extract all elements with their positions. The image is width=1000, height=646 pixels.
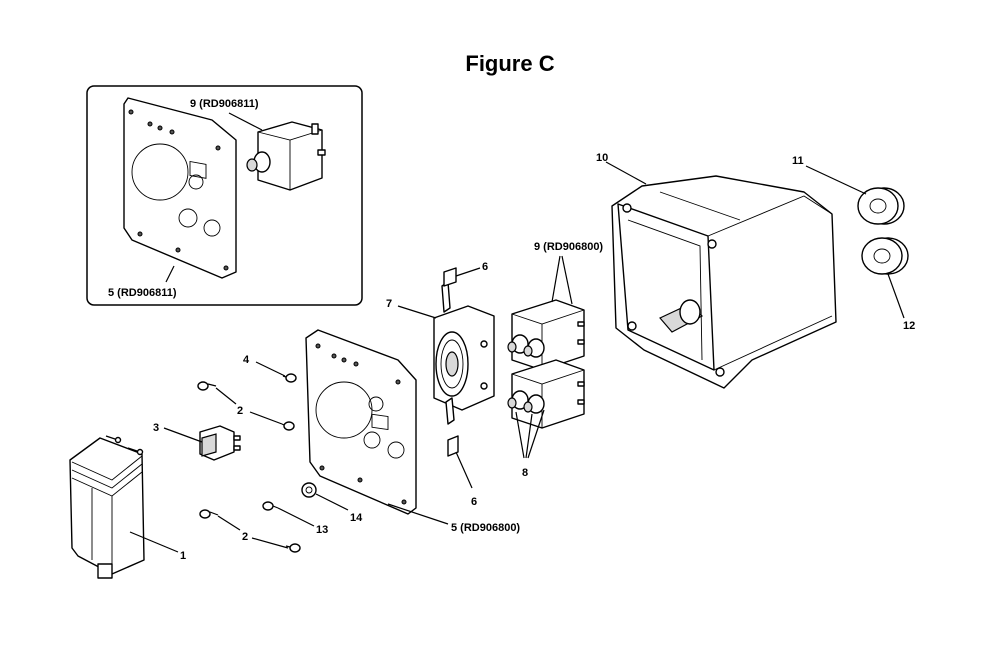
label-part-4: 4 xyxy=(243,354,250,366)
part-6-clip-bottom-drawing xyxy=(447,435,459,457)
screw-2-mid-drawing xyxy=(281,421,295,431)
label-part-7: 7 xyxy=(386,298,392,310)
part-9-breaker-switch-upper-drawing xyxy=(507,299,585,371)
inset-breaker-switch-drawing xyxy=(246,121,326,191)
label-part-12: 12 xyxy=(903,320,915,332)
part-11-grommet-drawing xyxy=(857,187,905,225)
label-part-2a: 2 xyxy=(237,405,243,417)
part-3-rocker-switch-drawing xyxy=(199,425,241,461)
part-12-grommet-drawing xyxy=(861,237,909,275)
label-part-10: 10 xyxy=(596,152,608,164)
label-part-13: 13 xyxy=(316,524,328,536)
part-9-breaker-switch-lower-drawing xyxy=(507,359,585,429)
inset-frame xyxy=(86,85,363,306)
label-part-6-top: 6 xyxy=(482,261,488,273)
screw-2-lower-b-drawing xyxy=(285,543,301,553)
label-part-11: 11 xyxy=(792,155,804,167)
part-5-mounting-plate-drawing xyxy=(305,329,417,515)
screw-2-upper-drawing xyxy=(197,381,217,391)
screw-4-drawing xyxy=(282,373,297,383)
label-inset-plate: 5 (RD906811) xyxy=(108,287,177,299)
screw-2-lower-a-drawing xyxy=(199,509,219,519)
part-1-cover-drawing xyxy=(69,435,145,579)
label-part-9-switches: 9 (RD906800) xyxy=(534,241,603,253)
spacer-14-drawing xyxy=(301,482,317,498)
label-part-5-plate: 5 (RD906800) xyxy=(451,522,520,534)
figure-title: Figure C xyxy=(465,51,554,76)
label-inset-switch: 9 (RD906811) xyxy=(190,98,259,110)
label-part-1: 1 xyxy=(180,550,186,562)
inset-plate-drawing xyxy=(123,97,237,279)
part-7-receptacle-drawing xyxy=(433,281,495,425)
label-part-8: 8 xyxy=(522,467,528,479)
screw-13-drawing xyxy=(262,501,279,511)
label-part-14: 14 xyxy=(350,512,363,524)
label-part-6-bottom: 6 xyxy=(471,496,477,508)
inset-detail: 9 (RD906811) 5 (RD906811) xyxy=(86,85,363,306)
label-part-3: 3 xyxy=(153,422,159,434)
label-part-2b: 2 xyxy=(242,531,248,543)
part-10-housing-drawing xyxy=(611,175,837,389)
part-6-clip-top-drawing xyxy=(443,267,457,287)
